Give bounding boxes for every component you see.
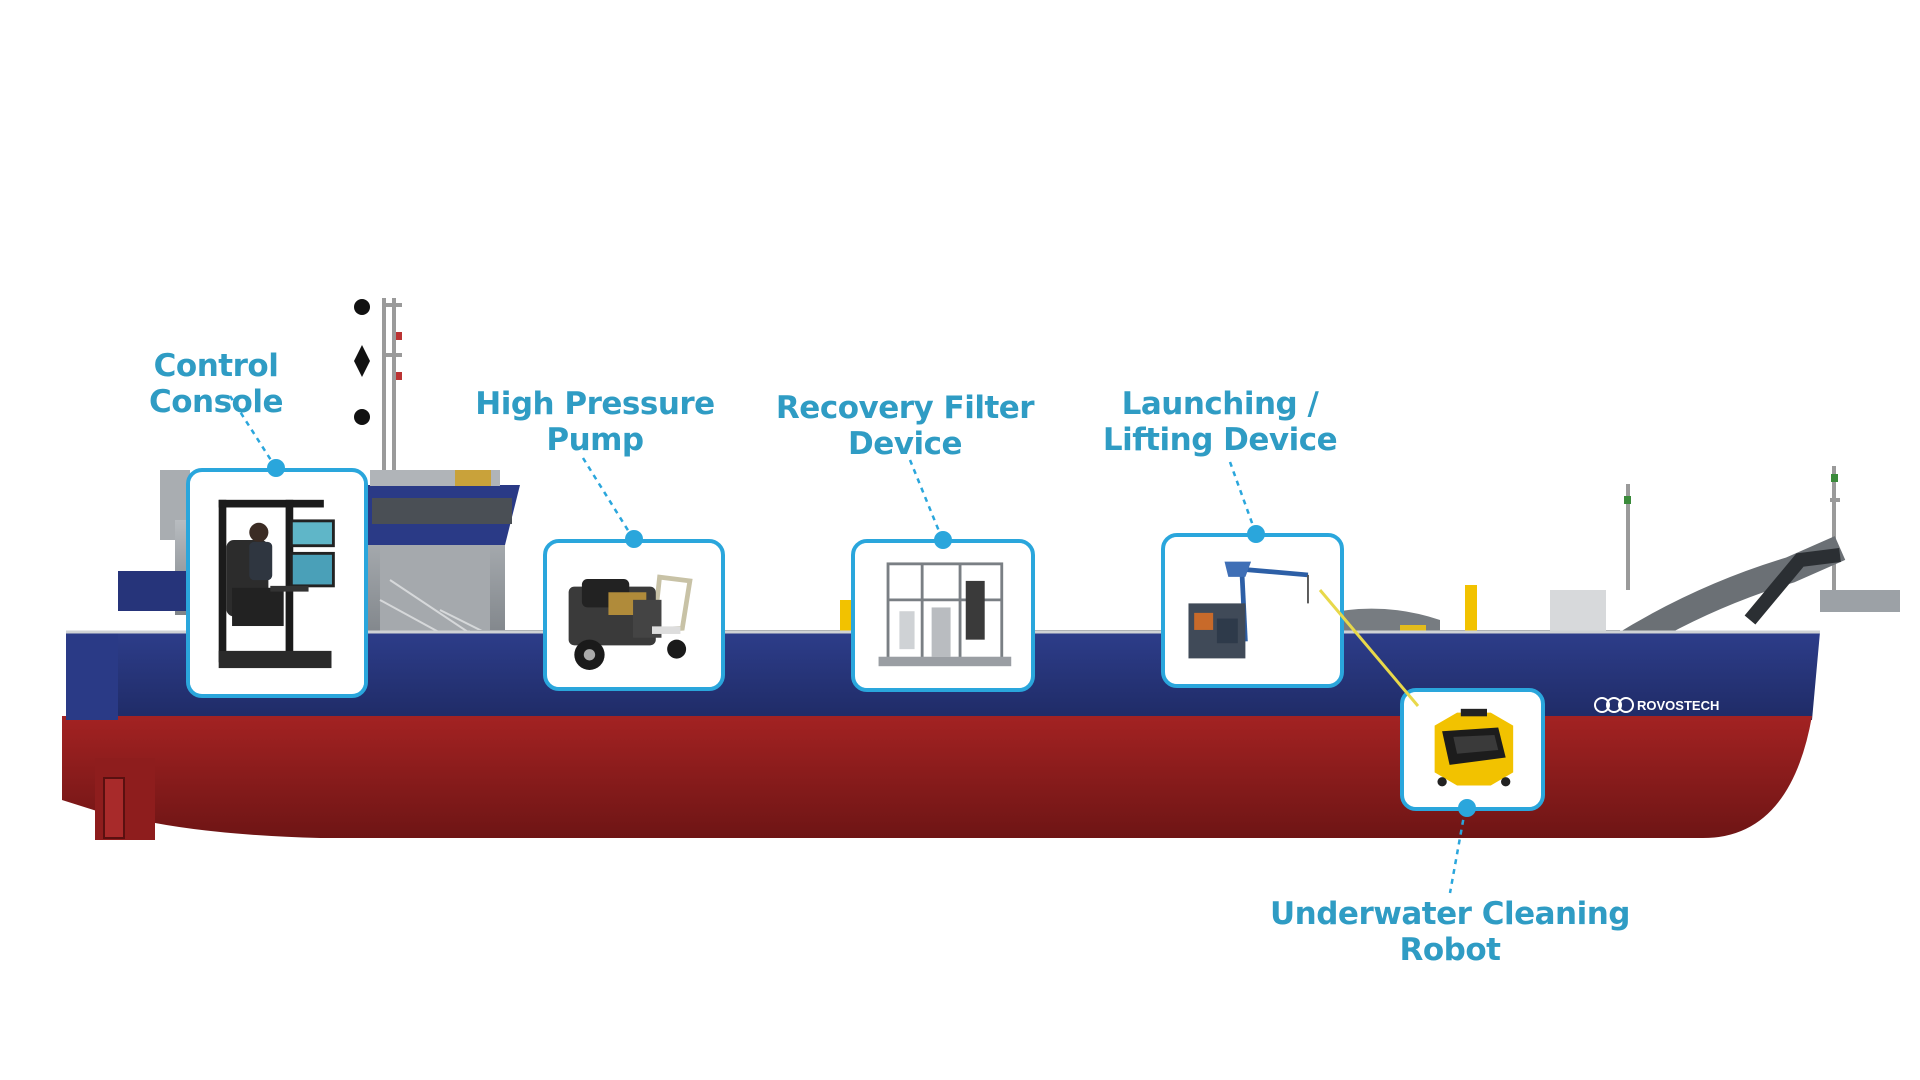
underwater-robot-label: Underwater Cleaning Robot bbox=[1270, 896, 1631, 968]
high-pressure-pump-label: High Pressure Pump bbox=[475, 386, 715, 458]
launching-lifting-image bbox=[1165, 537, 1340, 684]
recovery-filter-image bbox=[855, 543, 1031, 688]
control-console-label: Control Console bbox=[148, 348, 284, 420]
launching-lifting-dot bbox=[1247, 525, 1265, 543]
brand-name: ROVOSTECH bbox=[1637, 698, 1719, 713]
leader-lines bbox=[228, 395, 1467, 894]
high-pressure-pump-card bbox=[543, 539, 725, 691]
underwater-robot-dot bbox=[1458, 799, 1476, 817]
high-pressure-pump-image bbox=[547, 543, 721, 687]
control-console-dot bbox=[267, 459, 285, 477]
control-console-card bbox=[186, 468, 368, 698]
high-pressure-pump-dot bbox=[625, 530, 643, 548]
brand-logo: ROVOSTECH bbox=[1594, 697, 1719, 713]
recovery-filter-card bbox=[851, 539, 1035, 692]
recovery-filter-dot bbox=[934, 531, 952, 549]
control-console-image bbox=[190, 473, 364, 693]
launching-lifting-label: Launching / Lifting Device bbox=[1102, 386, 1338, 458]
launching-lifting-card bbox=[1161, 533, 1344, 688]
recovery-filter-label: Recovery Filter Device bbox=[775, 390, 1035, 462]
underwater-robot-image bbox=[1404, 692, 1541, 807]
underwater-robot-card bbox=[1400, 688, 1545, 811]
